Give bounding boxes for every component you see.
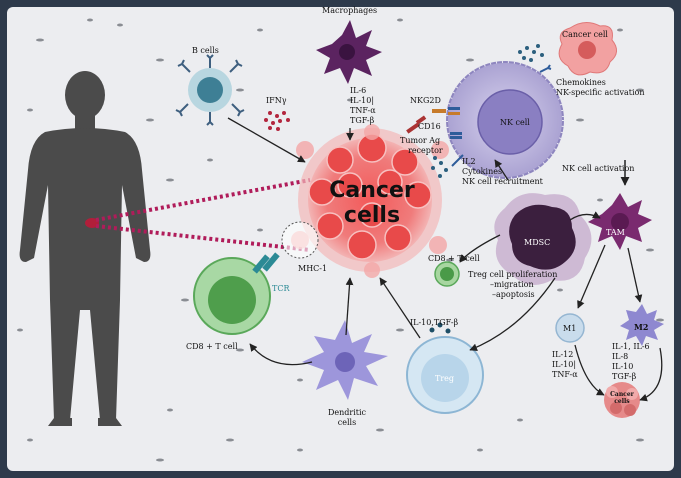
dendritic-label-1: Dendritic — [327, 408, 367, 417]
m2-label: M2 — [634, 322, 649, 332]
tumor-site-marker — [85, 218, 99, 228]
m1-label: M1 — [563, 324, 577, 333]
macrophage-cytokine-3: TNF-α — [350, 106, 376, 115]
m1-cytokine-1: IL-12 — [552, 350, 574, 359]
chemokine-particles-icon — [518, 44, 544, 62]
m2-cytokine-3: IL-10 — [612, 362, 634, 371]
macrophage-cytokine-2: IL-10| — [350, 96, 375, 105]
macrophage-cytokine-1: IL-6 — [350, 86, 367, 95]
nk-cell-icon — [446, 61, 564, 179]
arrow-dendritic-to-cd8 — [249, 343, 313, 366]
tcr-label: TCR — [272, 284, 290, 293]
m2-cytokine-4: TGF-β — [612, 372, 637, 381]
chemokines-label: Chemokines — [556, 78, 606, 87]
arrow-m1-to-cancer — [574, 344, 605, 396]
ifn-particles-icon — [264, 111, 290, 131]
nk-specific-activation-label: NK-specific activation — [556, 88, 645, 97]
mhc1-zoom-circle — [281, 221, 319, 259]
mdsc-label: MDSC — [524, 238, 551, 247]
small-cancer-cells-label-1: Cancer — [610, 391, 634, 398]
nk-receptors-icon — [432, 107, 462, 139]
cd8-t-cell-right-label: CD8 + T cell — [428, 254, 480, 263]
il2-label: IL2 — [462, 157, 476, 166]
m1-cell-icon — [555, 313, 585, 343]
arrow-m2-to-cancer — [639, 347, 663, 402]
m2-cytokine-2: IL-8 — [612, 352, 629, 361]
tumor-ag-receptor-label-2: receptor — [408, 146, 443, 155]
treg-cell-icon — [406, 336, 484, 414]
cd8-t-cell-right-icon — [434, 261, 460, 287]
chemokine-receptor-icon — [539, 64, 552, 73]
arrow-tam-to-m2 — [627, 247, 643, 303]
tcr-receptor-icon — [252, 252, 280, 274]
macrophages-label: Macrophages — [322, 6, 378, 15]
small-cancer-cells-label-2: cells — [614, 398, 630, 405]
mdsc-cell-icon — [494, 193, 592, 285]
mhc1-label: MHC-1 — [298, 264, 328, 273]
cancer-cells-title-1: Cancer — [329, 178, 415, 203]
arrow-treg-to-tumor — [379, 277, 421, 339]
m1-cytokine-2: IL-10| — [552, 360, 577, 369]
dendritic-cell-icon — [302, 320, 388, 400]
m2-cell-icon — [620, 304, 664, 346]
arrow-mdsc-to-nk — [494, 159, 509, 181]
tam-label: TAM — [606, 228, 625, 237]
arrow-bcell-to-tumor — [227, 117, 306, 163]
arrow-mdsc-to-tam — [569, 211, 601, 221]
nk-recruitment-label: NK cell recruitment — [462, 177, 543, 186]
cd8-t-cell-left-label: CD8 + T cell — [186, 342, 238, 351]
connection-line-upper — [95, 178, 311, 222]
nk-activation-label: NK cell activation — [562, 164, 635, 173]
dendritic-label-2: cells — [337, 418, 357, 427]
arrow-dendritic-to-tumor — [345, 277, 354, 336]
tumor-ag-receptor-label-1: Tumor Ag — [400, 136, 441, 145]
treg-effect-1: Treg cell proliferation — [468, 270, 558, 279]
cancer-cell-label: Cancer cell — [562, 30, 608, 39]
treg-effect-3: –apoptosis — [492, 290, 535, 299]
b-cell-icon — [175, 54, 245, 126]
nkg2d-label: NKG2D — [410, 96, 441, 105]
arrow-tam-to-m1 — [577, 244, 606, 309]
cancer-cell-icon — [558, 22, 617, 76]
background-speckles — [17, 18, 664, 462]
tumor-ag-receptor-icon — [406, 115, 427, 134]
arrow-mdsc-to-treg — [469, 277, 556, 352]
treg-effect-2: –migration — [490, 280, 534, 289]
cytokines-label: Cytokines — [462, 167, 503, 176]
treg-label: Treg — [435, 374, 455, 383]
il10-particles-icon — [429, 322, 451, 334]
cancer-cells-title-2: cells — [343, 203, 401, 228]
m1-cytokine-3: TNF-α — [552, 370, 578, 379]
cd16-label: CD16 — [418, 122, 441, 131]
nk-cell-label: NK cell — [500, 118, 530, 127]
small-cancer-cells-icon — [604, 382, 640, 418]
il10-tgf-label: IL-10,TGF-β — [410, 318, 459, 327]
cytokine-particles-icon — [431, 156, 448, 178]
arrow-mdsc-to-cd8 — [459, 234, 501, 263]
macrophage-cytokine-4: TGF-β — [350, 116, 375, 125]
b-cells-label: B cells — [192, 46, 219, 55]
ifn-label: IFNγ — [266, 96, 287, 105]
human-body-icon — [19, 71, 151, 426]
tam-cell-icon — [588, 193, 652, 250]
cd8-t-cell-left-icon — [193, 257, 271, 335]
m2-cytokine-1: IL-1, IL-6 — [612, 342, 650, 351]
il2-receptor-icon — [451, 154, 464, 167]
macrophage-icon — [316, 20, 382, 84]
tumor-mass — [291, 124, 449, 278]
